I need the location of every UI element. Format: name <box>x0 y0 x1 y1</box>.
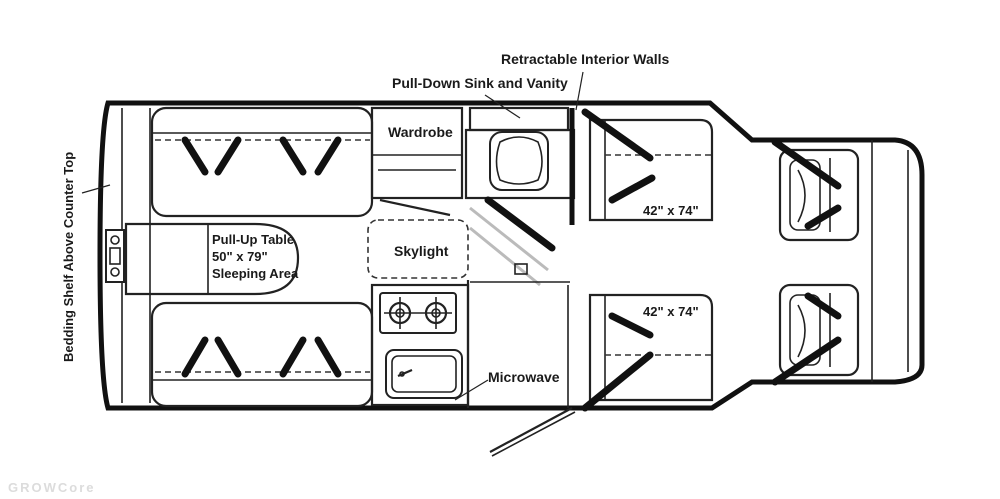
pull-up-table <box>124 222 300 296</box>
stove-cooktop <box>379 292 457 334</box>
label-microwave: Microwave <box>488 369 560 385</box>
entry-door <box>470 281 576 457</box>
label-sink-vanity: Pull-Down Sink and Vanity <box>392 75 568 91</box>
skylight <box>367 219 469 279</box>
bathroom <box>464 71 584 287</box>
kitchen-counter <box>370 280 470 408</box>
label-bunk-upper: 42" x 74" <box>643 203 699 218</box>
label-table-size: 50" x 79" <box>212 249 268 264</box>
passenger-seat <box>771 283 860 386</box>
rear-bench-upper <box>150 106 374 218</box>
label-wardrobe: Wardrobe <box>388 124 453 140</box>
label-skylight: Skylight <box>394 243 449 259</box>
bunk-upper <box>581 108 714 222</box>
label-bunk-lower: 42" x 74" <box>643 304 699 319</box>
vehicle-outline <box>97 100 925 411</box>
label-table-title: Pull-Up Table <box>212 232 294 247</box>
microwave-leader <box>454 379 489 401</box>
driver-seat <box>771 138 860 242</box>
annotation-labels: Retractable Interior Walls Pull-Down Sin… <box>8 51 699 495</box>
rear-bench-lower <box>150 301 374 408</box>
label-table-sleeping: Sleeping Area <box>212 266 299 281</box>
wardrobe <box>370 106 464 217</box>
kitchen-sink <box>385 349 463 399</box>
bunk-lower <box>581 293 714 412</box>
watermark-text: GROWCore <box>8 480 96 495</box>
label-bedding-shelf: Bedding Shelf Above Counter Top <box>61 152 76 362</box>
label-retractable-walls: Retractable Interior Walls <box>501 51 670 67</box>
rear-control-panel <box>81 184 125 283</box>
